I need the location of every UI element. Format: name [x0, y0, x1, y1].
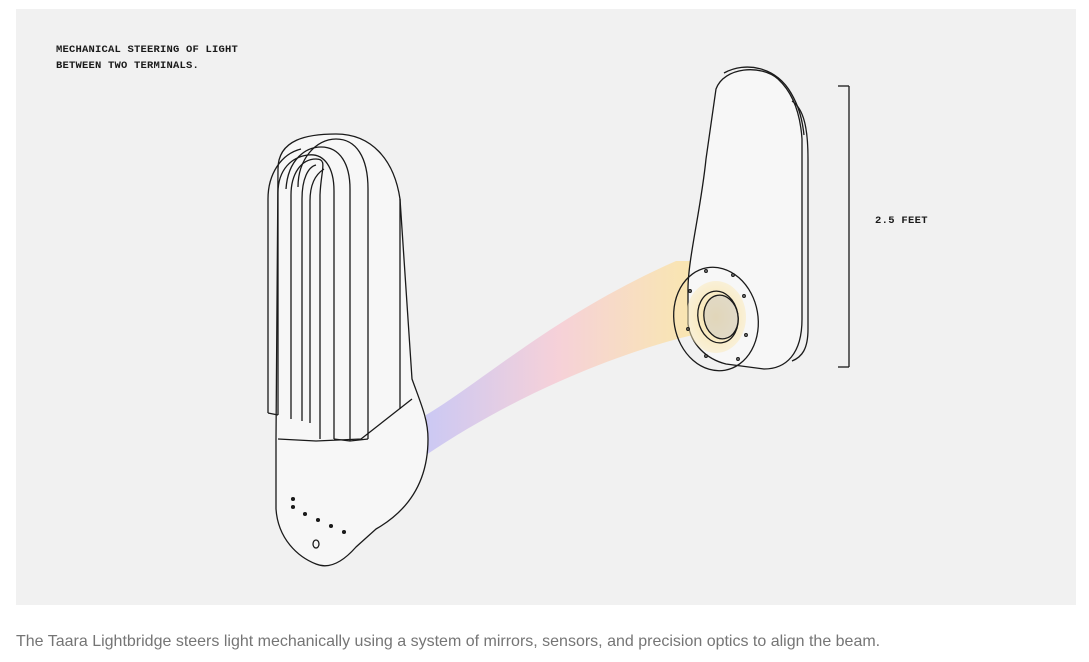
lens [686, 269, 748, 361]
title-line-2: BETWEEN TWO TERMINALS. [56, 60, 200, 72]
terminals-illustration [267, 66, 850, 567]
diagram-title: MECHANICAL STEERING OF LIGHT BETWEEN TWO… [56, 42, 238, 74]
status-led [290, 496, 296, 502]
power-button [312, 539, 320, 549]
dimension-label: 2.5 FEET [875, 215, 928, 227]
left-terminal [267, 133, 429, 567]
lens-housing [673, 266, 759, 372]
dimension-bracket [838, 85, 850, 368]
title-line-1: MECHANICAL STEERING OF LIGHT [56, 44, 239, 56]
figure-caption: The Taara Lightbridge steers light mecha… [16, 633, 881, 650]
light-beam [426, 261, 732, 455]
diagram-panel: MECHANICAL STEERING OF LIGHT BETWEEN TWO… [16, 9, 1076, 605]
